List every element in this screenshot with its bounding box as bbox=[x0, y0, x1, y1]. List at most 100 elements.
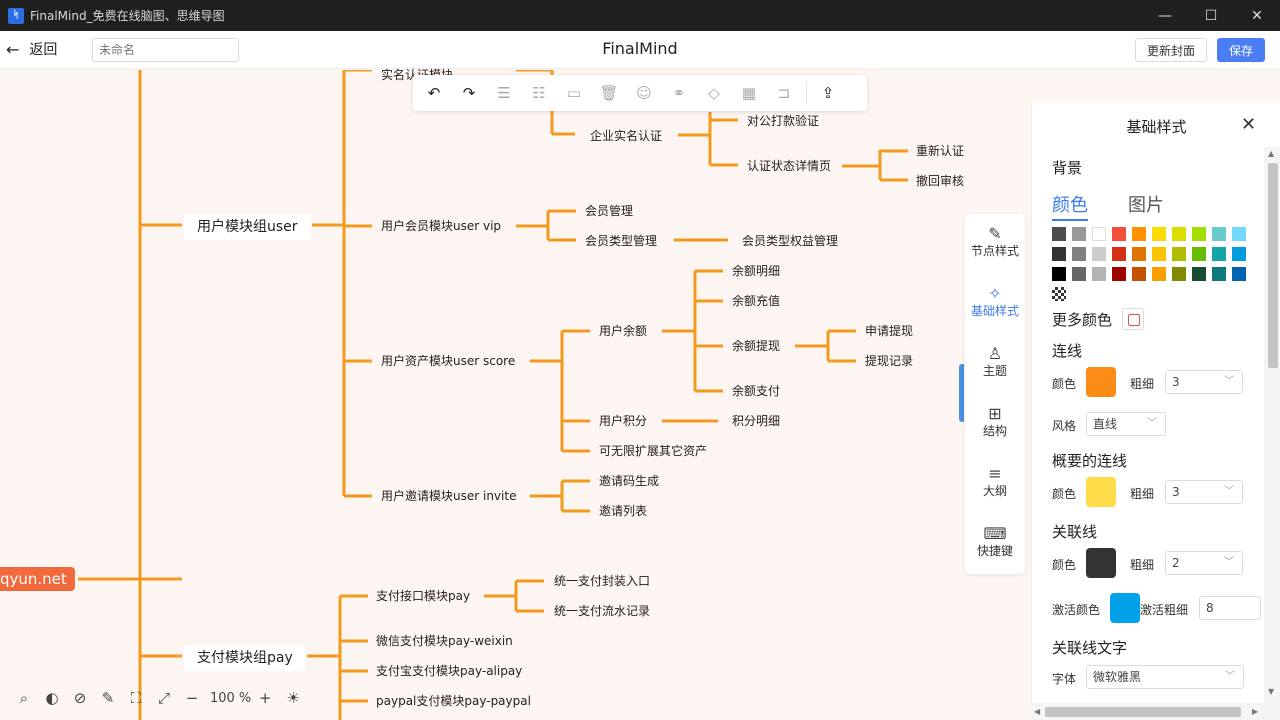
group-node-pay[interactable]: 支付模块组pay bbox=[184, 645, 306, 671]
node-balance-pay[interactable]: 余额支付 bbox=[732, 384, 781, 398]
update-cover-button[interactable]: 更新封面 bbox=[1135, 38, 1207, 62]
node-member-type[interactable]: 会员类型管理 bbox=[585, 234, 658, 248]
fit-view-icon[interactable]: ⛶ bbox=[130, 689, 142, 707]
tab-theme[interactable]: ♙ 主题 bbox=[965, 334, 1025, 394]
color-swatch[interactable] bbox=[1092, 247, 1106, 261]
color-swatch[interactable] bbox=[1212, 247, 1226, 261]
node-reverify[interactable]: 重新认证 bbox=[916, 144, 965, 158]
undo-icon[interactable]: ↶ bbox=[427, 84, 441, 102]
node-wechat[interactable]: 微信支付模块pay-weixin bbox=[376, 634, 513, 648]
tab-outline[interactable]: ≡ 大纲 bbox=[965, 454, 1025, 514]
minimize-icon[interactable]: — bbox=[1158, 7, 1172, 24]
delete-icon[interactable]: 🗑 bbox=[599, 84, 619, 102]
node-member-rights[interactable]: 会员类型权益管理 bbox=[742, 234, 839, 248]
color-swatch[interactable] bbox=[1112, 227, 1126, 241]
close-panel-icon[interactable]: ✕ bbox=[1241, 114, 1257, 135]
tag-icon[interactable]: ◇ bbox=[708, 84, 720, 102]
root-node[interactable]: qyun.net bbox=[0, 567, 75, 591]
insert-sibling-icon[interactable]: ☷ bbox=[532, 84, 546, 102]
color-swatch[interactable] bbox=[1072, 267, 1086, 281]
color-swatch[interactable] bbox=[1052, 227, 1066, 241]
node-vip[interactable]: 用户会员模块user vip bbox=[381, 219, 502, 233]
edit-icon[interactable]: ✎ bbox=[101, 689, 115, 707]
scroll-down-icon[interactable]: ▼ bbox=[1268, 687, 1275, 696]
scroll-left-icon[interactable]: ◀ bbox=[1034, 707, 1041, 716]
assoc-width-select[interactable]: 2﹀ bbox=[1165, 551, 1243, 575]
node-pay-entry[interactable]: 统一支付封装入口 bbox=[554, 574, 651, 588]
assoc-color-picker[interactable] bbox=[1086, 548, 1116, 578]
color-swatch[interactable] bbox=[1192, 227, 1206, 241]
color-swatch[interactable] bbox=[1072, 247, 1086, 261]
tab-base-style[interactable]: ✧ 基础样式 bbox=[965, 274, 1025, 334]
save-button[interactable]: 保存 bbox=[1217, 38, 1265, 62]
more-colors-picker[interactable] bbox=[1122, 308, 1144, 330]
node-enterprise[interactable]: 企业实名认证 bbox=[590, 129, 663, 143]
node-balance-withdraw[interactable]: 余额提现 bbox=[732, 339, 781, 353]
maximize-icon[interactable]: ☐ bbox=[1204, 7, 1218, 24]
color-swatch[interactable] bbox=[1212, 227, 1226, 241]
color-swatch[interactable] bbox=[1112, 267, 1126, 281]
scroll-right-icon[interactable]: ▶ bbox=[1252, 707, 1259, 716]
redo-icon[interactable]: ↷ bbox=[462, 84, 476, 102]
color-swatch[interactable] bbox=[1152, 227, 1166, 241]
node-invite-code[interactable]: 邀请码生成 bbox=[599, 474, 660, 488]
node-paypal[interactable]: paypal支付模块pay-paypal bbox=[376, 694, 531, 708]
color-swatch[interactable] bbox=[1052, 247, 1066, 261]
node-points[interactable]: 用户积分 bbox=[599, 414, 648, 428]
summary-icon[interactable]: ⊐ bbox=[777, 84, 791, 102]
tab-bg-color[interactable]: 颜色 bbox=[1052, 191, 1088, 221]
tab-shortcuts[interactable]: ⌨ 快捷键 bbox=[965, 514, 1025, 574]
transparent-swatch[interactable] bbox=[1052, 287, 1066, 301]
insert-parent-icon[interactable]: ▭ bbox=[566, 84, 582, 102]
color-swatch[interactable] bbox=[1152, 247, 1166, 261]
color-swatch[interactable] bbox=[1092, 227, 1106, 241]
node-corp-verify[interactable]: 对公打款验证 bbox=[747, 114, 820, 128]
close-window-icon[interactable]: ✕ bbox=[1251, 7, 1263, 24]
node-alipay[interactable]: 支付宝支付模块pay-alipay bbox=[376, 664, 523, 678]
color-swatch[interactable] bbox=[1192, 267, 1206, 281]
active-width-select[interactable]: 8 bbox=[1199, 596, 1261, 620]
color-swatch[interactable] bbox=[1172, 227, 1186, 241]
node-balance-detail[interactable]: 余额明细 bbox=[732, 264, 781, 278]
group-node-user[interactable]: 用户模块组user bbox=[184, 214, 311, 240]
node-invite[interactable]: 用户邀请模块user invite bbox=[381, 489, 517, 503]
scrollbar-thumb[interactable] bbox=[1268, 163, 1278, 368]
mindmap-canvas[interactable]: qyun.net 用户模块组user 支付模块组pay 实名认证模块 企业实名认… bbox=[0, 68, 1280, 720]
color-swatch[interactable] bbox=[1172, 267, 1186, 281]
color-swatch[interactable] bbox=[1212, 267, 1226, 281]
color-swatch[interactable] bbox=[1232, 247, 1246, 261]
insert-child-icon[interactable]: ☰ bbox=[497, 84, 511, 102]
navigator-icon[interactable]: ⊘ bbox=[73, 689, 87, 707]
export-icon[interactable]: ⇪ bbox=[821, 84, 835, 102]
color-swatch[interactable] bbox=[1172, 247, 1186, 261]
tab-node-style[interactable]: ✎ 节点样式 bbox=[965, 214, 1025, 274]
font-select[interactable]: 微软雅黑﹀ bbox=[1086, 665, 1244, 689]
mouse-icon[interactable]: ◐ bbox=[45, 689, 59, 707]
node-pay-api[interactable]: 支付接口模块pay bbox=[376, 589, 471, 603]
node-member-manage[interactable]: 会员管理 bbox=[585, 204, 634, 218]
node-other-assets[interactable]: 可无限扩展其它资产 bbox=[599, 444, 708, 458]
color-swatch[interactable] bbox=[1132, 227, 1146, 241]
node-points-detail[interactable]: 积分明细 bbox=[732, 414, 781, 428]
scroll-up-icon[interactable]: ▲ bbox=[1268, 149, 1275, 158]
theme-toggle-icon[interactable]: ☀ bbox=[286, 689, 300, 707]
link-icon[interactable]: ⚭ bbox=[672, 84, 686, 102]
zoom-out-icon[interactable]: − bbox=[185, 689, 199, 707]
line-style-select[interactable]: 直线﹀ bbox=[1086, 412, 1166, 436]
node-withdraw-record[interactable]: 提现记录 bbox=[865, 354, 914, 368]
tab-structure[interactable]: ⊞ 结构 bbox=[965, 394, 1025, 454]
search-icon[interactable]: ⌕ bbox=[19, 689, 29, 707]
node-status-page[interactable]: 认证状态详情页 bbox=[747, 159, 832, 173]
color-swatch[interactable] bbox=[1092, 267, 1106, 281]
node-score[interactable]: 用户资产模块user score bbox=[381, 354, 516, 368]
scrollbar-thumb[interactable] bbox=[1045, 707, 1241, 717]
fullscreen-icon[interactable]: ⤢ bbox=[157, 689, 170, 707]
map-name-input[interactable] bbox=[92, 38, 239, 62]
line-width-select[interactable]: 3﹀ bbox=[1165, 370, 1243, 394]
panel-horizontal-scrollbar[interactable]: ◀ ▶ bbox=[1031, 703, 1280, 720]
color-swatch[interactable] bbox=[1232, 267, 1246, 281]
emoji-icon[interactable]: ☺ bbox=[636, 84, 652, 102]
line-color-picker[interactable] bbox=[1086, 367, 1116, 397]
color-swatch[interactable] bbox=[1192, 247, 1206, 261]
color-swatch[interactable] bbox=[1072, 227, 1086, 241]
